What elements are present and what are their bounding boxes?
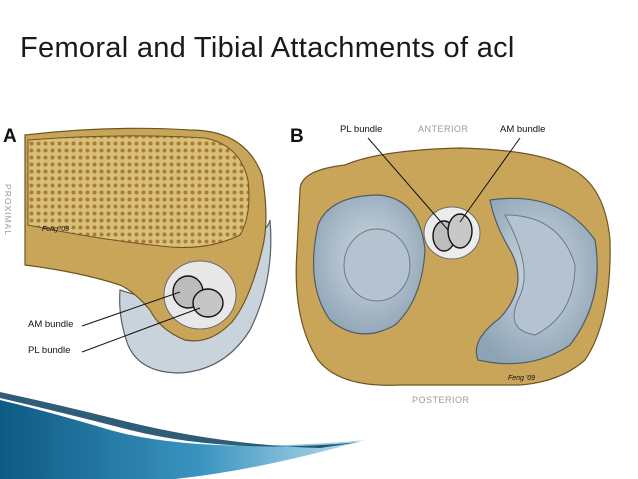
femur-sagittal-section	[24, 127, 272, 374]
am-leader-line-a	[81, 291, 181, 327]
anterior-label: ANTERIOR	[418, 124, 469, 134]
am-bundle-tibial	[447, 213, 473, 249]
am-leader-line-b	[459, 137, 521, 223]
am-bundle-label-b: AM bundle	[500, 124, 546, 135]
panel-b-letter: B	[290, 126, 304, 147]
swoosh-dark	[0, 392, 360, 448]
pl-leader-line-b	[367, 137, 449, 231]
lateral-tibial-plateau	[343, 228, 411, 302]
slide-title: Femoral and Tibial Attachments of acl	[20, 32, 515, 64]
tibial-plateau	[295, 137, 611, 386]
posterior-label: POSTERIOR	[412, 395, 470, 405]
panel-a-letter: A	[3, 126, 17, 147]
swoosh-blue	[0, 400, 365, 479]
pl-leader-line-a	[81, 307, 201, 353]
decorative-swoosh	[0, 392, 365, 479]
signature-a: Feng '09	[42, 226, 70, 233]
cancellous-bone	[27, 135, 250, 248]
signature-b: Feng '09	[508, 375, 536, 382]
am-bundle-label-a: AM bundle	[28, 319, 74, 330]
pl-bundle-label-b: PL bundle	[340, 124, 383, 135]
medial-tibial-plateau	[504, 214, 576, 336]
pl-bundle-label-a: PL bundle	[28, 345, 71, 356]
pl-bundle-footprint	[192, 288, 224, 318]
proximal-label: PROXIMAL	[2, 184, 13, 236]
